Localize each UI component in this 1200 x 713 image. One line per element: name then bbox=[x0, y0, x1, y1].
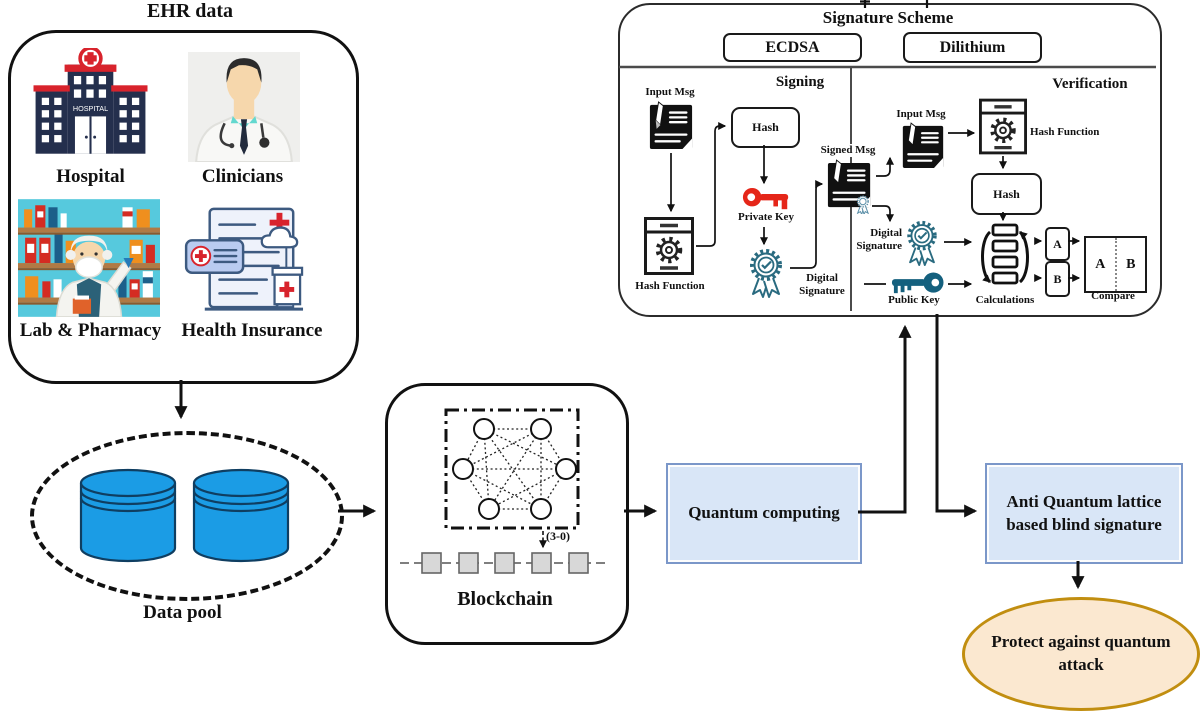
calculations-icon bbox=[976, 223, 1034, 291]
data-pool-ellipse bbox=[30, 431, 344, 601]
verification-input-msg-icon bbox=[901, 121, 945, 171]
signing-hash-function-icon bbox=[644, 217, 694, 275]
compare-label: Compare bbox=[1091, 290, 1135, 302]
anti-quantum-line1: Anti Quantum lattice bbox=[1006, 492, 1162, 512]
verification-hash-box: Hash bbox=[971, 173, 1042, 215]
verification-title: Verification bbox=[1052, 76, 1128, 92]
ecdsa-box: ECDSA bbox=[723, 33, 862, 62]
signing-hash-box: Hash bbox=[731, 107, 800, 148]
blockchain-box bbox=[385, 383, 629, 645]
compare-b: B bbox=[1114, 238, 1146, 291]
signing-hash-function-label: Hash Function bbox=[635, 280, 705, 292]
signing-title: Signing bbox=[775, 74, 825, 90]
result-a-box: A bbox=[1045, 227, 1070, 261]
quantum-computing-label: Quantum computing bbox=[688, 503, 840, 523]
hospital-sign-text: HOSPITAL bbox=[73, 104, 108, 113]
signing-digital-signature-label: Digital Signature bbox=[799, 272, 845, 297]
lab-pharmacy-label: Lab & Pharmacy bbox=[19, 320, 162, 341]
health-insurance-label: Health Insurance bbox=[181, 320, 323, 341]
anti-quantum-box: Anti Quantum lattice based blind signatu… bbox=[985, 463, 1183, 564]
verification-digital-signature-label: Digital Signature bbox=[856, 227, 902, 252]
doctor-icon bbox=[188, 52, 300, 162]
result-b-box: B bbox=[1045, 261, 1070, 297]
p2p-network-icon bbox=[400, 408, 610, 574]
insurance-document-icon bbox=[180, 203, 318, 315]
signature-scheme-title: Signature Scheme bbox=[822, 8, 954, 27]
signing-input-msg-icon bbox=[648, 100, 694, 152]
data-pool-label: Data pool bbox=[143, 602, 222, 623]
clinicians-label: Clinicians bbox=[201, 166, 284, 187]
protect-ellipse: Protect against quantum attack bbox=[962, 597, 1200, 711]
private-key-label: Private Key bbox=[738, 211, 794, 223]
signed-msg-icon bbox=[826, 158, 874, 214]
blockchain-label: Blockchain bbox=[457, 588, 553, 610]
verification-input-msg-label: Input Msg bbox=[896, 108, 946, 120]
protect-label: Protect against quantum attack bbox=[991, 632, 1171, 674]
compare-box: A B bbox=[1084, 236, 1147, 293]
signature-scheme-panel bbox=[618, 3, 1162, 317]
signing-input-msg-label: Input Msg bbox=[645, 86, 695, 98]
ehr-box bbox=[8, 30, 359, 384]
signing-digital-signature-icon bbox=[746, 248, 786, 298]
hospital-building-icon: HOSPITAL bbox=[33, 48, 148, 162]
hospital-label: Hospital bbox=[56, 166, 125, 187]
verification-hash-function-label: Hash Function bbox=[1030, 126, 1100, 138]
block-chain-icon bbox=[421, 552, 589, 574]
arrow-quantum-to-signature bbox=[858, 324, 912, 514]
ehr-title: EHR data bbox=[146, 0, 234, 22]
verification-hash-function-icon bbox=[979, 98, 1027, 155]
private-key-icon bbox=[742, 187, 790, 212]
arrow-signature-to-antiquantum bbox=[935, 314, 978, 518]
calculations-label: Calculations bbox=[975, 294, 1035, 306]
blockchain-annotation: (3-0) bbox=[546, 529, 570, 543]
compare-a: A bbox=[1095, 256, 1106, 272]
pharmacy-shelf-icon bbox=[18, 199, 160, 317]
anti-quantum-line2: based blind signature bbox=[1006, 514, 1162, 534]
quantum-computing-box: Quantum computing bbox=[666, 463, 862, 564]
public-key-icon bbox=[890, 271, 945, 297]
dilithium-box: Dilithium bbox=[903, 32, 1042, 63]
verification-digital-signature-icon bbox=[903, 220, 941, 266]
public-key-label: Public Key bbox=[888, 294, 940, 306]
database-cylinders-icon bbox=[79, 468, 290, 563]
signed-msg-label: Signed Msg bbox=[815, 144, 881, 157]
